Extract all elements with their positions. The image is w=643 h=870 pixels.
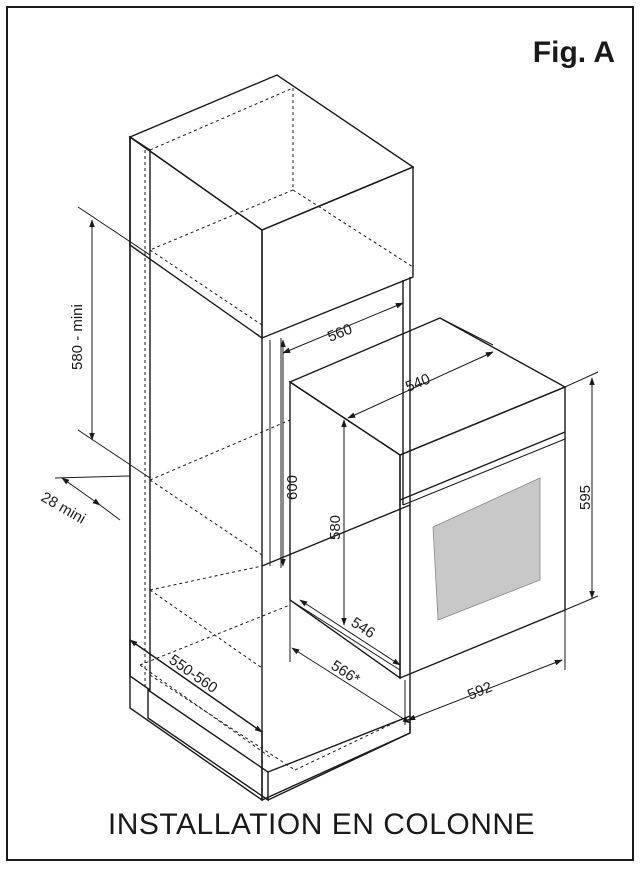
dim-label-cabinet-depth: 550-560 xyxy=(166,651,221,697)
dim-label-niche-width: 560 xyxy=(325,321,355,346)
oven xyxy=(288,317,567,680)
dim-label-column-height: 580 - mini xyxy=(69,304,86,370)
figure-label: Fig. A xyxy=(532,36,615,69)
dimension-lines xyxy=(54,206,599,733)
dim-label-oven-height: 595 xyxy=(577,485,594,510)
oven-window xyxy=(432,477,541,621)
dim-label-niche-height: 600 xyxy=(284,475,301,500)
dim-label-oven-width: 592 xyxy=(465,679,495,704)
figure-caption: INSTALLATION EN COLONNE xyxy=(107,808,536,841)
dim-label-oven-total-depth: 566* xyxy=(328,657,363,688)
dim-label-oven-body-height: 580 xyxy=(327,515,344,540)
cabinet-column xyxy=(128,74,415,802)
dim-label-oven-body-depth: 546 xyxy=(348,614,378,642)
dim-label-gap-min: 28 mini xyxy=(38,489,88,528)
dim-label-oven-top-depth: 540 xyxy=(403,371,433,396)
